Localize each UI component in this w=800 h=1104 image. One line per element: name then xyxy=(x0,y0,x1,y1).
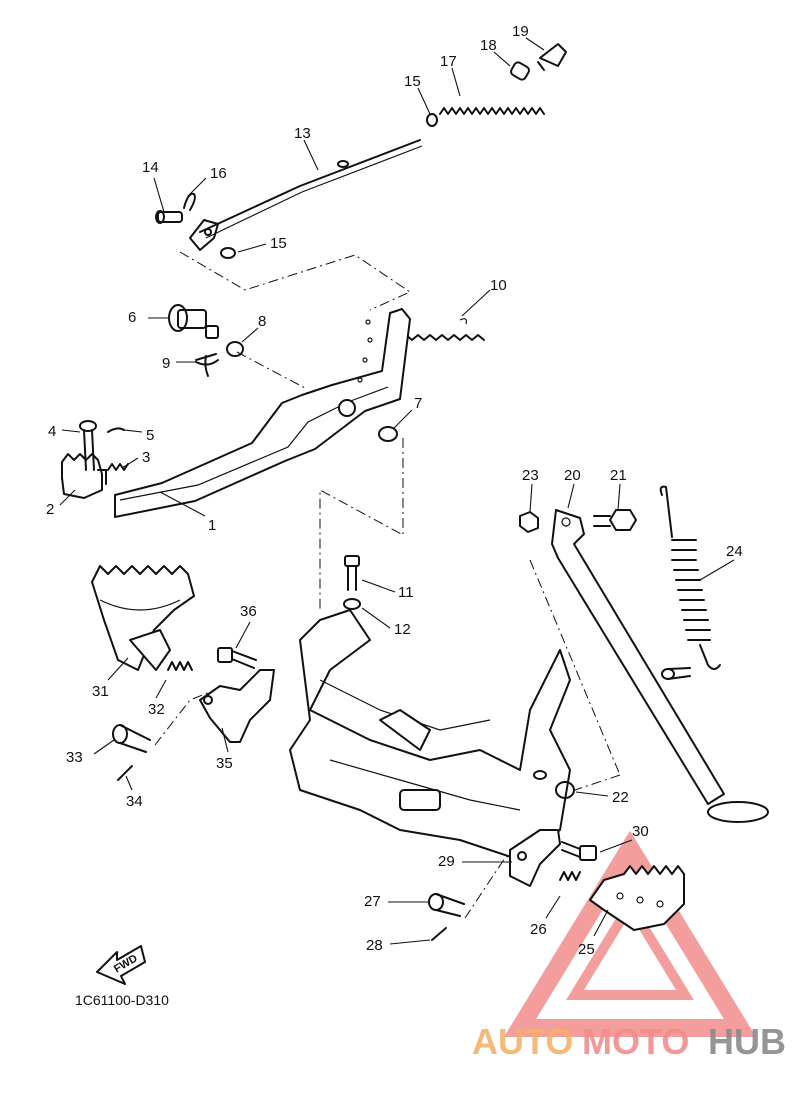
washer-12 xyxy=(343,598,361,610)
spring-32 xyxy=(167,661,193,671)
callout-15-upper: 15 xyxy=(404,73,421,90)
watermark-hub: HUB xyxy=(708,1021,786,1062)
collar xyxy=(510,61,530,81)
callout-33: 33 xyxy=(66,749,83,766)
callout-32: 32 xyxy=(148,701,165,718)
callout-31: 31 xyxy=(92,683,109,700)
callout-7: 7 xyxy=(414,395,422,412)
callout-4: 4 xyxy=(48,423,56,440)
spring-26 xyxy=(559,871,581,881)
callout-5: 5 xyxy=(146,427,154,444)
callout-11: 11 xyxy=(398,584,414,601)
callout-35: 35 xyxy=(216,755,233,772)
sidestand-spring xyxy=(659,485,721,680)
callout-numbers: 1 2 3 4 5 6 7 8 9 10 11 12 13 14 15 15 1… xyxy=(46,23,743,958)
callout-24: 24 xyxy=(726,543,743,560)
diagram-code: 1C61100-D310 xyxy=(75,992,169,1008)
callout-27: 27 xyxy=(364,893,381,910)
callout-2: 2 xyxy=(46,501,54,518)
bolt-21 xyxy=(593,509,637,531)
pivot-bolt xyxy=(168,304,219,339)
callout-22: 22 xyxy=(612,789,629,806)
callout-34: 34 xyxy=(126,793,143,810)
callout-10: 10 xyxy=(490,277,507,294)
callout-leaders xyxy=(59,37,735,945)
watermark-logo-icon xyxy=(503,830,757,1037)
adjusting-nut xyxy=(537,43,567,71)
bolt-36 xyxy=(217,647,257,669)
rod-spring xyxy=(439,107,545,115)
nut-23 xyxy=(519,511,539,533)
brake-pedal xyxy=(114,308,411,518)
callout-16: 16 xyxy=(210,165,227,182)
watermark-text: AUTO MOTO HUB xyxy=(472,1021,786,1062)
callout-13: 13 xyxy=(294,125,311,142)
cotter-pin-34 xyxy=(117,765,133,781)
footrest-left xyxy=(91,565,195,671)
fwd-arrow-icon: FWD xyxy=(96,945,146,985)
sidestand xyxy=(551,509,769,823)
washer-15-upper xyxy=(426,113,438,127)
washer-7 xyxy=(378,426,398,442)
callout-17: 17 xyxy=(440,53,457,70)
callout-6: 6 xyxy=(128,309,136,326)
pin-33 xyxy=(112,724,151,753)
clevis-pin xyxy=(155,210,219,251)
callout-36: 36 xyxy=(240,603,257,620)
washer-15-lower xyxy=(220,247,236,259)
washer-22 xyxy=(555,781,575,799)
callout-8: 8 xyxy=(258,313,266,330)
callout-29: 29 xyxy=(438,853,455,870)
callout-20: 20 xyxy=(564,467,581,484)
callout-28: 28 xyxy=(366,937,383,954)
cotter-pin-28 xyxy=(431,927,447,941)
footrest-bracket-right xyxy=(509,829,561,887)
callout-1: 1 xyxy=(208,517,216,534)
watermark-auto: AUTO xyxy=(472,1021,573,1062)
cotter-pin-16 xyxy=(183,192,196,211)
footrest-bracket-left xyxy=(199,669,275,743)
callout-9: 9 xyxy=(162,355,170,372)
pin-27 xyxy=(428,893,465,917)
bolt-30 xyxy=(561,841,597,861)
callout-14: 14 xyxy=(142,159,159,176)
washer-8 xyxy=(226,341,244,357)
callout-15-lower: 15 xyxy=(270,235,287,252)
callout-26: 26 xyxy=(530,921,547,938)
spring-3 xyxy=(107,463,129,471)
callout-3: 3 xyxy=(142,449,150,466)
callout-12: 12 xyxy=(394,621,411,638)
bolt-11 xyxy=(344,555,360,591)
callout-30: 30 xyxy=(632,823,649,840)
callout-21: 21 xyxy=(610,467,627,484)
callout-19: 19 xyxy=(512,23,529,40)
pin-4 xyxy=(79,420,97,471)
pedal-tip xyxy=(61,453,107,499)
callout-18: 18 xyxy=(480,37,497,54)
frame-section xyxy=(289,609,571,861)
watermark-moto: MOTO xyxy=(582,1021,689,1062)
callout-23: 23 xyxy=(522,467,539,484)
clip-9 xyxy=(195,353,219,377)
cotter-pin-5 xyxy=(107,427,125,433)
callout-25: 25 xyxy=(578,941,595,958)
footrest-right xyxy=(589,865,685,931)
